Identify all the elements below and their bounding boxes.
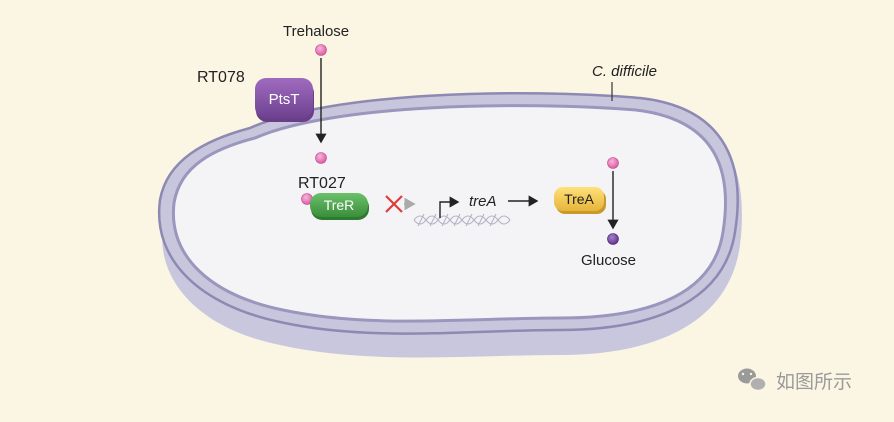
trehalose-dot-cleave <box>607 157 619 169</box>
treA-gene-label: treA <box>469 193 497 210</box>
treA-protein-label: TreA <box>564 191 594 207</box>
rt078-label: RT078 <box>197 69 245 86</box>
promoter-arrow <box>439 196 460 218</box>
treA-enzyme: TreA <box>554 187 606 214</box>
watermark: 如图所示 <box>738 368 852 393</box>
wechat-icon <box>738 368 767 392</box>
glucose-label: Glucose <box>581 252 636 269</box>
trehalose-label: Trehalose <box>283 23 349 40</box>
trehalose-dot-inside <box>315 152 327 164</box>
ptsT-transporter: PtsT <box>255 78 314 122</box>
cell <box>157 92 742 358</box>
dna-helix-icon <box>413 213 511 227</box>
trehalose-dot-outside <box>315 44 327 56</box>
cell-inner-membrane <box>171 104 727 323</box>
rt027-label: RT027 <box>298 175 346 192</box>
ptsT-label: PtsT <box>269 91 300 108</box>
treR-label: TreR <box>324 197 355 213</box>
block-x-icon <box>385 195 403 213</box>
treR-regulator: TreR <box>310 193 369 220</box>
glucose-dot <box>607 233 619 245</box>
cdifficile-label: C. difficile <box>592 63 657 80</box>
watermark-text: 如图所示 <box>776 371 852 393</box>
